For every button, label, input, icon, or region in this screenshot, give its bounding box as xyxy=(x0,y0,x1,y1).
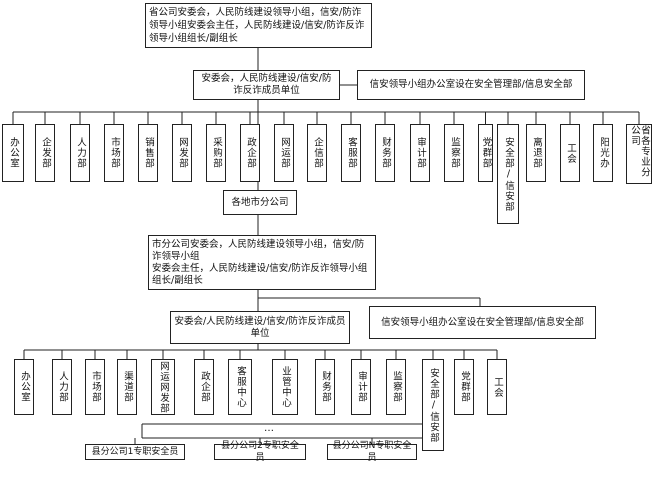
province-committee-label: 省公司安委会，人民防线建设领导小组，信安/防诈领导小组安委会主任，人民防线建设/… xyxy=(149,7,365,44)
province-dept-box: 财务部 xyxy=(375,124,395,182)
province-dept-box: 企信部 xyxy=(307,124,327,182)
city-branches-label: 各地市分公司 xyxy=(231,196,289,208)
city-dept-label: 政企部 xyxy=(199,371,210,403)
city-dept-label: 渠道部 xyxy=(122,371,133,403)
province-security-office-label: 信安领导小组办公室设在安全管理部/信息安全部 xyxy=(369,79,573,90)
city-dept-box: 工会 xyxy=(487,359,507,415)
province-dept-label: 阳光办 xyxy=(598,137,609,169)
province-dept-box: 安全部/信安部 xyxy=(497,124,519,224)
province-dept-label: 市场部 xyxy=(109,137,120,169)
province-dept-label: 网运部 xyxy=(279,137,290,169)
province-dept-box: 工会 xyxy=(560,124,580,182)
city-dept-box: 安全部/信安部 xyxy=(422,359,444,451)
city-security-office-box: 信安领导小组办公室设在安全管理部/信息安全部 xyxy=(369,306,596,339)
province-member-office-label: 安委会，人民防线建设/信安/防诈反诈成员单位 xyxy=(201,73,332,96)
city-member-office-box: 安委会/人民防线建设/信安/防诈反诈成员单位 xyxy=(170,311,350,344)
province-dept-box: 企发部 xyxy=(35,124,55,182)
province-dept-label: 人力部 xyxy=(75,137,86,169)
province-dept-box: 销售部 xyxy=(138,124,158,182)
province-dept-label: 销售部 xyxy=(143,137,154,169)
city-dept-box: 渠道部 xyxy=(117,359,137,415)
province-dept-label: 企发部 xyxy=(40,137,51,169)
city-dept-label: 监察部 xyxy=(391,371,402,403)
province-dept-label: 省各专业分公司 xyxy=(629,125,650,178)
city-committee-label: 市分公司安委会，人民防线建设领导小组，信安/防诈领导小组 安委会主任，人民防线建… xyxy=(152,238,368,286)
province-dept-box: 阳光办 xyxy=(593,124,613,182)
city-member-office-label: 安委会/人民防线建设/信安/防诈反诈成员单位 xyxy=(174,315,346,339)
province-dept-label: 办公室 xyxy=(8,137,19,169)
province-dept-box: 政企部 xyxy=(240,124,260,182)
city-dept-box: 业管中心 xyxy=(272,359,298,415)
city-dept-box: 财务部 xyxy=(315,359,335,415)
province-dept-box: 采购部 xyxy=(206,124,226,182)
province-dept-box: 人力部 xyxy=(70,124,90,182)
city-dept-label: 工会 xyxy=(492,376,503,398)
county-unit-box: 县分公司N专职安全员 xyxy=(327,441,417,463)
province-member-office-box: 安委会，人民防线建设/信安/防诈反诈成员单位 xyxy=(193,70,340,100)
province-dept-box: 客服部 xyxy=(341,124,361,182)
county-unit-label: 县分公司2专职安全员 xyxy=(221,441,299,463)
province-dept-label: 安全部/信安部 xyxy=(503,136,514,212)
city-dept-box: 人力部 xyxy=(52,359,72,415)
county-unit-box: 县分公司1专职安全员 xyxy=(85,444,185,460)
county-ellipsis: … xyxy=(264,423,274,434)
province-dept-box: 离退部 xyxy=(526,124,546,182)
city-dept-box: 客服中心 xyxy=(228,359,252,415)
province-dept-label: 客服部 xyxy=(346,137,357,169)
city-dept-label: 财务部 xyxy=(320,371,331,403)
city-committee-box: 市分公司安委会，人民防线建设领导小组，信安/防诈领导小组 安委会主任，人民防线建… xyxy=(148,235,376,290)
province-dept-label: 监察部 xyxy=(449,137,460,169)
county-unit-box: 县分公司2专职安全员 xyxy=(214,441,306,463)
province-dept-label: 党群部 xyxy=(480,137,492,169)
city-dept-box: 政企部 xyxy=(194,359,214,415)
city-dept-label: 市场部 xyxy=(90,371,101,403)
province-dept-label: 企信部 xyxy=(312,137,323,169)
city-dept-box: 网运网发部 xyxy=(151,359,175,415)
city-dept-label: 办公室 xyxy=(19,371,30,403)
city-security-office-label: 信安领导小组办公室设在安全管理部/信息安全部 xyxy=(381,316,584,328)
province-dept-label: 审计部 xyxy=(415,137,426,169)
county-unit-label: 县分公司N专职安全员 xyxy=(332,441,412,463)
province-dept-box: 网发部 xyxy=(172,124,192,182)
province-dept-label: 财务部 xyxy=(380,137,391,169)
city-dept-label: 党群部 xyxy=(459,371,470,403)
province-security-office-box: 信安领导小组办公室设在安全管理部/信息安全部 xyxy=(357,70,585,100)
city-dept-label: 安全部/信安部 xyxy=(428,367,439,443)
city-dept-label: 网运网发部 xyxy=(158,360,169,414)
city-dept-label: 人力部 xyxy=(57,371,68,403)
province-dept-box: 办公室 xyxy=(2,124,24,182)
province-dept-label: 离退部 xyxy=(531,137,542,169)
city-dept-label: 业管中心 xyxy=(280,366,291,408)
city-dept-box: 审计部 xyxy=(351,359,371,415)
city-dept-box: 办公室 xyxy=(14,359,34,415)
city-branches-box: 各地市分公司 xyxy=(223,190,297,215)
province-dept-label: 工会 xyxy=(565,142,576,164)
city-dept-box: 市场部 xyxy=(85,359,105,415)
province-dept-box: 网运部 xyxy=(274,124,294,182)
province-dept-box: 党群部 xyxy=(478,124,493,182)
province-dept-box: 省各专业分公司 xyxy=(626,124,652,184)
province-dept-label: 政企部 xyxy=(245,137,256,169)
city-dept-box: 监察部 xyxy=(386,359,406,415)
city-dept-label: 审计部 xyxy=(356,371,367,403)
city-dept-box: 党群部 xyxy=(454,359,474,415)
county-unit-label: 县分公司1专职安全员 xyxy=(91,447,179,457)
province-dept-label: 网发部 xyxy=(177,137,188,169)
province-dept-label: 采购部 xyxy=(211,137,222,169)
province-dept-box: 审计部 xyxy=(410,124,430,182)
city-dept-label: 客服中心 xyxy=(235,366,246,408)
province-committee-box: 省公司安委会，人民防线建设领导小组，信安/防诈领导小组安委会主任，人民防线建设/… xyxy=(145,3,372,48)
province-dept-box: 市场部 xyxy=(104,124,124,182)
province-dept-box: 监察部 xyxy=(444,124,464,182)
